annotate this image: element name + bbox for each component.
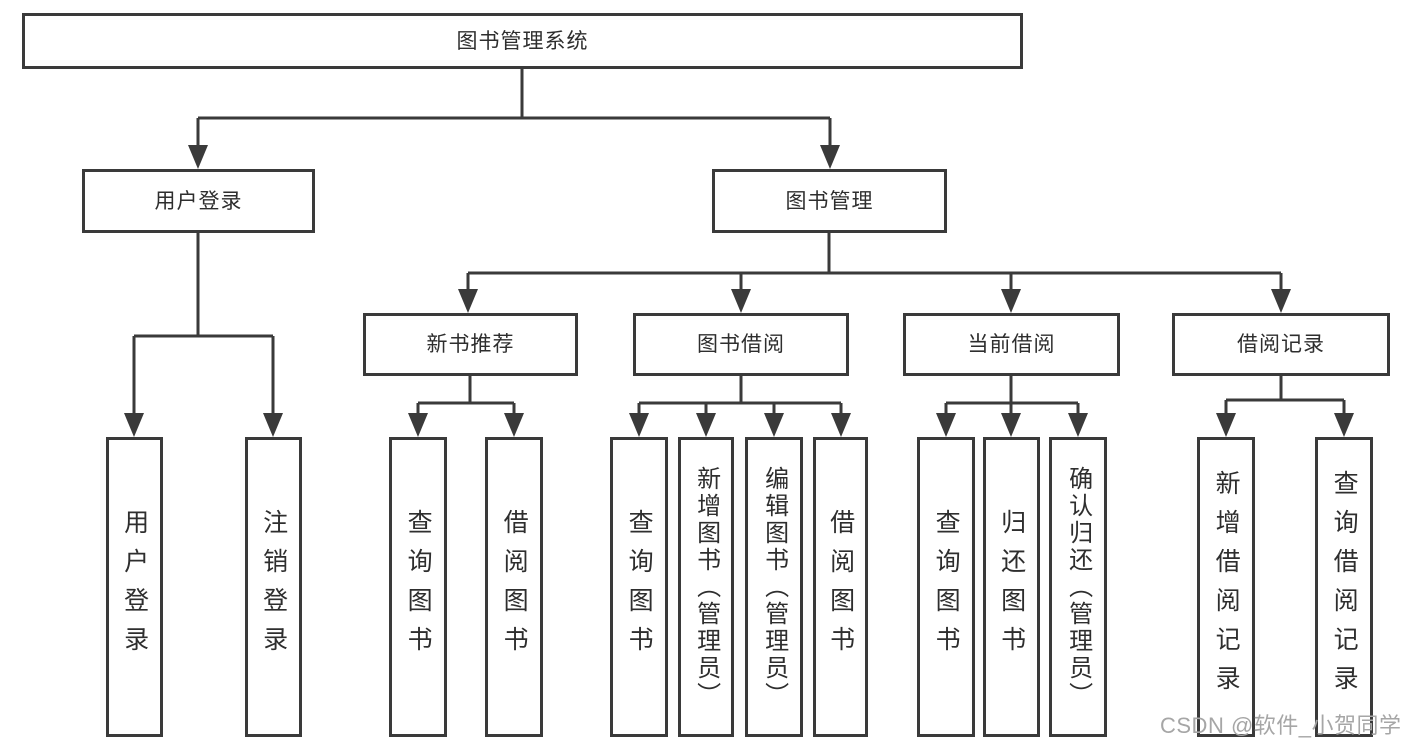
- leaf-borrow-books: 借阅图书: [813, 437, 868, 737]
- leaf-query-books-borrow: 查询图书: [610, 437, 668, 737]
- watermark-text: CSDN @软件_小贺同学: [1160, 713, 1402, 738]
- node-label: 编辑图书（管理员）: [760, 465, 788, 709]
- node-new-book-recommend: 新书推荐: [363, 313, 578, 376]
- node-label: 借阅记录: [1237, 333, 1325, 356]
- node-current-borrow: 当前借阅: [903, 313, 1120, 376]
- node-label: 图书借阅: [697, 333, 785, 356]
- node-label: 归还图书: [997, 509, 1026, 665]
- node-label: 图书管理系统: [456, 29, 589, 53]
- node-label: 新增借阅记录: [1212, 470, 1241, 704]
- node-borrow-records: 借阅记录: [1172, 313, 1390, 376]
- leaf-return-books: 归还图书: [983, 437, 1040, 737]
- node-book-borrow: 图书借阅: [633, 313, 849, 376]
- leaf-query-borrow-record: 查询借阅记录: [1315, 437, 1373, 737]
- leaf-add-book-admin: 新增图书（管理员）: [678, 437, 734, 737]
- node-label: 图书管理: [785, 189, 874, 213]
- node-label: 查询图书: [404, 509, 433, 665]
- node-label: 用户登录: [120, 509, 149, 665]
- node-system-root: 图书管理系统: [22, 13, 1023, 69]
- leaf-borrow-books-recommend: 借阅图书: [485, 437, 543, 737]
- node-label: 当前借阅: [967, 333, 1056, 356]
- node-label: 查询图书: [932, 509, 961, 665]
- leaf-query-books-recommend: 查询图书: [389, 437, 447, 737]
- node-user-login: 用户登录: [82, 169, 315, 233]
- leaf-logout: 注销登录: [245, 437, 302, 737]
- node-label: 新增图书（管理员）: [692, 465, 720, 709]
- node-label: 借阅图书: [500, 509, 529, 665]
- leaf-edit-book-admin: 编辑图书（管理员）: [745, 437, 803, 737]
- node-label: 查询借阅记录: [1330, 470, 1359, 704]
- node-label: 新书推荐: [426, 333, 515, 356]
- node-label: 确认归还（管理员）: [1064, 465, 1092, 709]
- leaf-user-login: 用户登录: [106, 437, 163, 737]
- node-label: 借阅图书: [826, 509, 855, 665]
- leaf-confirm-return-admin: 确认归还（管理员）: [1049, 437, 1107, 737]
- leaf-query-books-current: 查询图书: [917, 437, 975, 737]
- node-label: 注销登录: [259, 509, 288, 665]
- node-label: 查询图书: [625, 509, 654, 665]
- node-label: 用户登录: [154, 189, 243, 213]
- leaf-add-borrow-record: 新增借阅记录: [1197, 437, 1255, 737]
- node-book-management: 图书管理: [712, 169, 947, 233]
